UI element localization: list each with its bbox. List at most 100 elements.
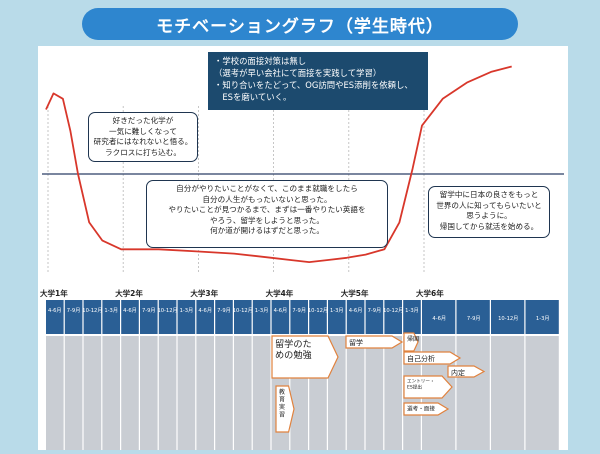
month-header-cell-1 — [64, 300, 83, 334]
final-month-header-cell-0 — [422, 300, 456, 334]
month-header-cell-14 — [309, 300, 327, 334]
month-header-label-4: 4-6月 — [123, 307, 137, 314]
page-title: モチベーショングラフ（学生時代） — [82, 8, 518, 40]
grid-cell-4 — [121, 336, 139, 450]
final-grid-cell-1 — [456, 336, 490, 450]
month-header-cell-6 — [158, 300, 177, 334]
month-header-cell-0 — [46, 300, 64, 334]
final-grid-cell-3 — [525, 336, 559, 450]
grid-cell-9 — [215, 336, 233, 450]
month-header-label-9: 7-9月 — [217, 307, 231, 314]
activity-label-0: 留学のための勉強 — [275, 338, 312, 361]
activity-label-1: 留学 — [349, 338, 363, 347]
month-header-cell-15 — [328, 300, 346, 334]
grid-cell-0 — [46, 336, 64, 450]
month-header-cell-13 — [290, 300, 308, 334]
month-header-cell-11 — [252, 300, 271, 334]
month-header-label-6: 10-12月 — [157, 307, 177, 314]
final-month-header-cell-3 — [525, 300, 559, 334]
month-header-label-12: 4-6月 — [274, 307, 288, 314]
activity-label-7: 選考・面接 — [407, 405, 435, 413]
final-grid-cell-2 — [491, 336, 525, 450]
motivation-line — [45, 65, 512, 263]
grid-cell-6 — [158, 336, 177, 450]
final-month-header-cell-2 — [491, 300, 525, 334]
activity-arrow-shape-4 — [447, 365, 486, 378]
year-label-1: 大学1年 — [40, 288, 68, 298]
final-month-header-label-2: 10-12月 — [498, 315, 518, 322]
activity-arrow-0: 留学のための勉強 — [271, 335, 339, 379]
month-header-label-3: 1-3月 — [104, 307, 118, 314]
month-header-label-1: 7-9月 — [67, 307, 81, 314]
month-header-label-7: 1-3月 — [180, 307, 194, 314]
month-header-label-15: 1-3月 — [330, 307, 344, 314]
month-header-label-18: 10-12月 — [383, 307, 403, 314]
year-label-2: 大学2年 — [115, 288, 143, 298]
grid-cell-16 — [346, 336, 365, 450]
month-header-cell-3 — [102, 300, 120, 334]
activity-arrow-5: エントリー・ES提出 — [403, 375, 453, 399]
year-label-6: 大学6年 — [416, 288, 444, 298]
activity-arrow-7: 選考・面接 — [403, 402, 450, 416]
grid-cell-7 — [177, 336, 196, 450]
year-label-5: 大学5年 — [341, 288, 369, 298]
activity-label-3: 自己分析 — [407, 354, 435, 363]
month-header-label-19: 1-3月 — [405, 307, 419, 314]
activity-arrow-3: 自己分析 — [403, 351, 462, 365]
month-header-label-13: 7-9月 — [292, 307, 306, 314]
month-header-label-16: 4-6月 — [349, 307, 363, 314]
activity-arrow-2: 帰国 — [403, 332, 419, 352]
grid-cell-2 — [83, 336, 102, 450]
info-note-dark: ・学校の面接対策は無し （選考が早い会社にて面接を実践して学習） ・知り合いをた… — [208, 52, 428, 110]
grid-cell-1 — [64, 336, 83, 450]
grid-cell-18 — [384, 336, 402, 450]
month-header-cell-17 — [365, 300, 384, 334]
month-header-cell-10 — [234, 300, 252, 334]
activity-label-6: 教育実習 — [279, 388, 285, 419]
month-header-cell-18 — [384, 300, 402, 334]
month-header-label-17: 7-9月 — [368, 307, 382, 314]
speech-bubble-chemistry: 好きだった化学が 一気に難しくなって 研究者にはなれないと悟る。 ラクロスに打ち… — [88, 112, 198, 162]
month-header-cell-8 — [196, 300, 214, 334]
month-header-cell-2 — [83, 300, 102, 334]
month-header-label-14: 10-12月 — [308, 307, 328, 314]
month-header-label-5: 7-9月 — [142, 307, 156, 314]
grid-cell-8 — [196, 336, 214, 450]
speech-bubble-motivation-low: 自分がやりたいことがなくて、このまま就職をしたら 自分の人生がもったいないと思っ… — [146, 180, 388, 248]
month-header-label-2: 10-12月 — [82, 307, 102, 314]
grid-cell-11 — [252, 336, 271, 450]
year-label-3: 大学3年 — [190, 288, 218, 298]
activity-arrow-4: 内定 — [447, 365, 486, 378]
month-header-cell-7 — [177, 300, 196, 334]
activity-label-2: 帰国 — [407, 335, 419, 343]
month-header-cell-19 — [403, 300, 421, 334]
month-header-label-8: 4-6月 — [198, 307, 212, 314]
activity-arrow-shape-0 — [271, 335, 339, 379]
activity-label-4: 内定 — [451, 368, 465, 377]
activity-arrow-shape-6 — [275, 385, 295, 433]
month-header-cell-16 — [346, 300, 365, 334]
activity-arrow-shape-7 — [403, 402, 450, 416]
grid-cell-3 — [102, 336, 120, 450]
final-month-header-cell-1 — [456, 300, 490, 334]
month-header-cell-4 — [121, 300, 139, 334]
month-header-label-11: 1-3月 — [255, 307, 269, 314]
activity-arrow-shape-3 — [403, 351, 462, 365]
activity-arrow-shape-1 — [345, 335, 404, 349]
activity-arrow-shape-5 — [403, 375, 453, 399]
activity-arrow-6: 教育実習 — [275, 385, 295, 433]
activity-arrow-1: 留学 — [345, 335, 404, 349]
speech-bubble-study-abroad: 留学中に日本の良さをもっと 世界の人に知ってもらいたいと 思うように。 帰国して… — [428, 186, 550, 238]
final-month-header-label-3: 1-3月 — [536, 315, 550, 322]
grid-cell-10 — [234, 336, 252, 450]
month-header-cell-9 — [215, 300, 233, 334]
activity-arrow-shape-2 — [403, 332, 419, 352]
final-month-header-label-0: 4-6月 — [432, 315, 446, 322]
grid-cell-5 — [140, 336, 158, 450]
year-label-4: 大学4年 — [266, 288, 294, 298]
month-header-cell-5 — [140, 300, 158, 334]
month-header-label-10: 10-12月 — [233, 307, 253, 314]
month-header-cell-12 — [271, 300, 290, 334]
